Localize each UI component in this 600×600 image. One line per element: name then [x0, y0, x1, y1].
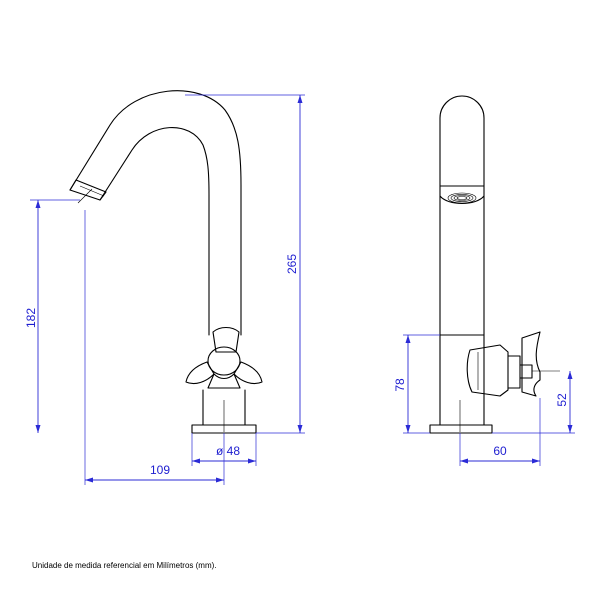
spout-outer-contour — [69, 90, 242, 336]
side-view: 78 52 60 — [393, 95, 575, 466]
dim-base-diameter-label: ø 48 — [216, 444, 240, 458]
dim-handle-height: 52 — [492, 371, 575, 434]
dim-side-depth-label: 60 — [493, 444, 507, 458]
dim-total-height: 265 — [185, 94, 305, 434]
side-base — [429, 424, 493, 434]
dim-side-depth: 60 — [459, 398, 541, 466]
dim-total-height-label: 265 — [285, 254, 299, 274]
front-cross-handle — [185, 326, 263, 389]
dim-spout-height-label: 182 — [24, 308, 38, 328]
front-body — [202, 389, 246, 426]
spout-tip — [69, 179, 107, 201]
dim-spout-reach-label: 109 — [150, 463, 170, 477]
side-aerator — [439, 185, 485, 205]
units-footnote: Unidade de medida referencial em Milímet… — [32, 561, 217, 570]
side-handle — [466, 331, 560, 397]
front-view: 182 265 ø 48 109 — [24, 90, 305, 485]
spout-inner-contour — [99, 127, 210, 336]
spout-tip-line — [79, 185, 105, 197]
dim-side-height-label: 78 — [393, 378, 407, 392]
spout-aerator-mark — [77, 188, 93, 204]
dim-side-height: 78 — [393, 334, 440, 434]
dim-spout-height: 182 — [24, 199, 80, 433]
dim-handle-height-label: 52 — [555, 393, 569, 407]
dim-spout-reach: 109 — [84, 210, 225, 485]
side-body — [439, 334, 485, 426]
side-column — [439, 95, 485, 336]
